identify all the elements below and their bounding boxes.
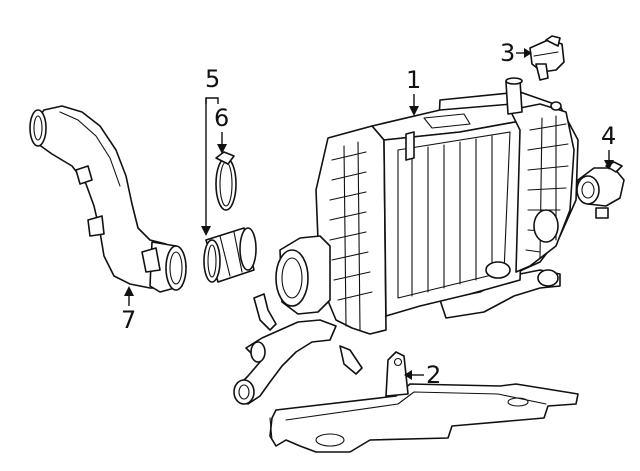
charge-air-hose bbox=[29, 105, 187, 293]
hose-coupler bbox=[203, 227, 257, 283]
callout-1: 1 bbox=[406, 66, 421, 116]
callout-label-6: 6 bbox=[214, 104, 229, 132]
intercooler bbox=[275, 77, 579, 335]
callout-label-2: 2 bbox=[426, 361, 441, 389]
callout-label-4: 4 bbox=[601, 122, 616, 150]
sensor bbox=[529, 35, 565, 81]
callout-label-1: 1 bbox=[406, 66, 421, 94]
callout-7: 7 bbox=[121, 286, 136, 334]
callout-label-7: 7 bbox=[121, 306, 136, 334]
callout-4: 4 bbox=[601, 122, 616, 170]
callout-3: 3 bbox=[500, 39, 532, 67]
callout-2: 2 bbox=[404, 361, 441, 389]
callout-5: 5 bbox=[201, 65, 220, 236]
mounting-bracket bbox=[269, 351, 579, 453]
coolant-pipe bbox=[233, 293, 363, 405]
hose-clamp bbox=[215, 151, 237, 211]
callout-label-5: 5 bbox=[205, 65, 220, 93]
callout-label-3: 3 bbox=[500, 39, 515, 67]
actuator bbox=[576, 161, 625, 219]
callout-6: 6 bbox=[214, 104, 229, 154]
